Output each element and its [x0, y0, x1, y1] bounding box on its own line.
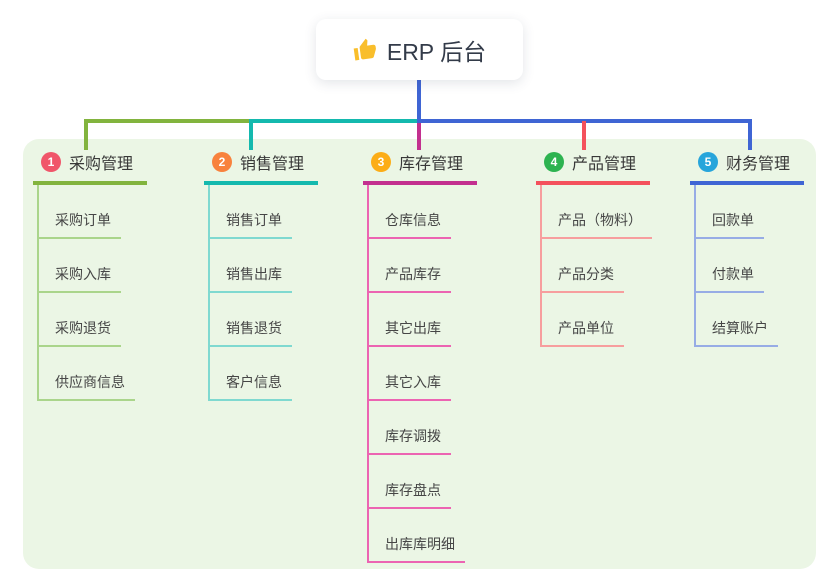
child-row: 采购入库	[39, 239, 147, 293]
branch-product: 4 产品管理 产品（物料） 产品分类 产品单位	[536, 150, 652, 347]
child-row: 产品单位	[542, 293, 652, 347]
child-row: 库存调拨	[369, 401, 477, 455]
connector-bus-purchase	[84, 119, 253, 123]
child-row: 采购订单	[39, 185, 147, 239]
branch-purchase: 1 采购管理 采购订单 采购入库 采购退货 供应商信息	[33, 150, 148, 401]
node-product-material[interactable]: 产品（物料）	[542, 210, 652, 239]
child-row: 其它入库	[369, 347, 477, 401]
node-purchase-order[interactable]: 采购订单	[39, 210, 121, 239]
child-row: 采购退货	[39, 293, 147, 347]
branches-panel	[23, 139, 816, 569]
root-node-label: ERP 后台	[386, 38, 487, 65]
node-customer-info[interactable]: 客户信息	[210, 372, 292, 401]
node-warehouse-info[interactable]: 仓库信息	[369, 210, 451, 239]
node-payment-order[interactable]: 付款单	[696, 264, 764, 293]
node-sales-return[interactable]: 销售退货	[210, 318, 292, 347]
branch-finance-children: 回款单 付款单 结算账户	[694, 185, 804, 347]
connector-root-stem	[417, 80, 421, 123]
branch-sales-children: 销售订单 销售出库 销售退货 客户信息	[208, 185, 318, 401]
child-row: 库存盘点	[369, 455, 477, 509]
branch-sales: 2 销售管理 销售订单 销售出库 销售退货 客户信息	[204, 150, 319, 401]
branch-finance-badge: 5	[698, 152, 718, 172]
child-row: 产品分类	[542, 239, 652, 293]
branch-finance: 5 财务管理 回款单 付款单 结算账户	[690, 150, 805, 347]
child-row: 仓库信息	[369, 185, 477, 239]
child-row: 出库库明细	[369, 509, 477, 563]
node-sales-order[interactable]: 销售订单	[210, 210, 292, 239]
branch-inventory: 3 库存管理 仓库信息 产品库存 其它出库 其它入库 库存调拨 库存盘点	[363, 150, 478, 563]
connector-drop-inventory	[417, 123, 421, 150]
connector-drop-product	[582, 121, 586, 150]
child-row: 销售出库	[210, 239, 318, 293]
child-row: 客户信息	[210, 347, 318, 401]
branch-product-children: 产品（物料） 产品分类 产品单位	[540, 185, 652, 347]
branch-sales-header[interactable]: 2 销售管理	[204, 150, 319, 185]
thumbs-up-icon	[353, 38, 376, 60]
child-row: 供应商信息	[39, 347, 147, 401]
node-stock-transfer[interactable]: 库存调拨	[369, 426, 451, 455]
child-row: 产品库存	[369, 239, 477, 293]
node-settlement-account[interactable]: 结算账户	[696, 318, 778, 347]
branch-sales-label: 销售管理	[240, 156, 305, 173]
node-other-outbound[interactable]: 其它出库	[369, 318, 451, 347]
branch-purchase-label: 采购管理	[69, 156, 134, 173]
connector-drop-sales	[249, 119, 253, 150]
branch-sales-badge: 2	[212, 152, 232, 172]
node-purchase-return[interactable]: 采购退货	[39, 318, 121, 347]
branch-inventory-badge: 3	[371, 152, 391, 172]
node-product-category[interactable]: 产品分类	[542, 264, 624, 293]
node-other-inbound[interactable]: 其它入库	[369, 372, 451, 401]
branch-purchase-children: 采购订单 采购入库 采购退货 供应商信息	[37, 185, 147, 401]
child-row: 回款单	[696, 185, 804, 239]
thumbs-up-path	[353, 38, 376, 60]
node-stock-count[interactable]: 库存盘点	[369, 480, 451, 509]
branch-inventory-children: 仓库信息 产品库存 其它出库 其它入库 库存调拨 库存盘点 出库库明细	[367, 185, 477, 563]
branch-product-badge: 4	[544, 152, 564, 172]
connector-drop-purchase	[84, 119, 88, 150]
root-node[interactable]: ERP 后台	[316, 19, 523, 80]
node-supplier-info[interactable]: 供应商信息	[39, 372, 135, 401]
child-row: 结算账户	[696, 293, 804, 347]
branch-finance-header[interactable]: 5 财务管理	[690, 150, 805, 185]
branch-purchase-badge: 1	[41, 152, 61, 172]
child-row: 其它出库	[369, 293, 477, 347]
branch-product-label: 产品管理	[572, 156, 637, 173]
node-outbound-detail[interactable]: 出库库明细	[369, 534, 465, 563]
node-sales-outbound[interactable]: 销售出库	[210, 264, 292, 293]
child-row: 产品（物料）	[542, 185, 652, 239]
connector-bus-sales	[249, 119, 421, 123]
connector-drop-finance	[748, 119, 752, 150]
child-row: 销售订单	[210, 185, 318, 239]
branch-purchase-header[interactable]: 1 采购管理	[33, 150, 148, 185]
branch-inventory-label: 库存管理	[399, 156, 464, 173]
node-product-stock[interactable]: 产品库存	[369, 264, 451, 293]
branch-product-header[interactable]: 4 产品管理	[536, 150, 651, 185]
node-receipt-order[interactable]: 回款单	[696, 210, 764, 239]
branch-inventory-header[interactable]: 3 库存管理	[363, 150, 478, 185]
node-purchase-inbound[interactable]: 采购入库	[39, 264, 121, 293]
child-row: 销售退货	[210, 293, 318, 347]
branch-finance-label: 财务管理	[726, 156, 791, 173]
node-product-unit[interactable]: 产品单位	[542, 318, 624, 347]
child-row: 付款单	[696, 239, 804, 293]
